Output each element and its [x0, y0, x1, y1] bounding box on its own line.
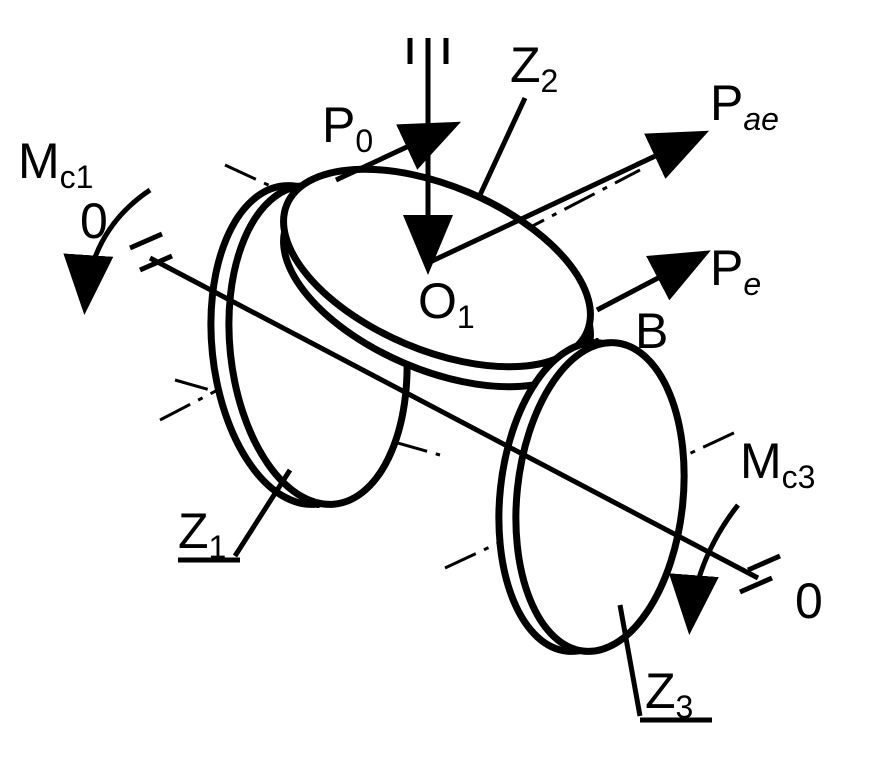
label-m-c1: Mc1: [18, 133, 93, 195]
label-o1: O1: [418, 273, 475, 335]
label-m-c3: Mc3: [740, 433, 815, 495]
label-zero-left: 0: [80, 193, 108, 249]
label-z1: Z1: [178, 503, 226, 565]
label-p-ae: Pae: [710, 75, 779, 137]
label-z2: Z2: [510, 37, 558, 99]
arrow-m-c3: [668, 503, 740, 635]
gear-z3: [495, 339, 688, 655]
leader-z3: [617, 604, 643, 717]
label-zero-right: 0: [795, 573, 823, 629]
shaft-end-right-tick: [746, 553, 782, 573]
force-arrows: [232, 96, 711, 717]
shaft-line: [128, 231, 782, 595]
label-z3: Z3: [645, 663, 693, 725]
label-b: B: [635, 303, 668, 359]
arrow-p0: [334, 121, 462, 183]
shaft-end-left-tick-2: [138, 253, 174, 273]
axis-right-gear-cross: [444, 428, 741, 570]
arrow-p-e: [595, 250, 711, 313]
label-p-e: Pe: [710, 240, 761, 302]
leader-z2: [477, 96, 528, 197]
label-p0: P0: [322, 97, 373, 159]
shaft-end-left-tick: [128, 231, 164, 251]
arrow-p-ae: [428, 130, 710, 265]
leader-z1: [232, 468, 293, 558]
arrow-m-c1: [63, 187, 152, 315]
shaft-end-right-tick-2: [738, 575, 774, 595]
moment-arrows: [63, 187, 740, 635]
